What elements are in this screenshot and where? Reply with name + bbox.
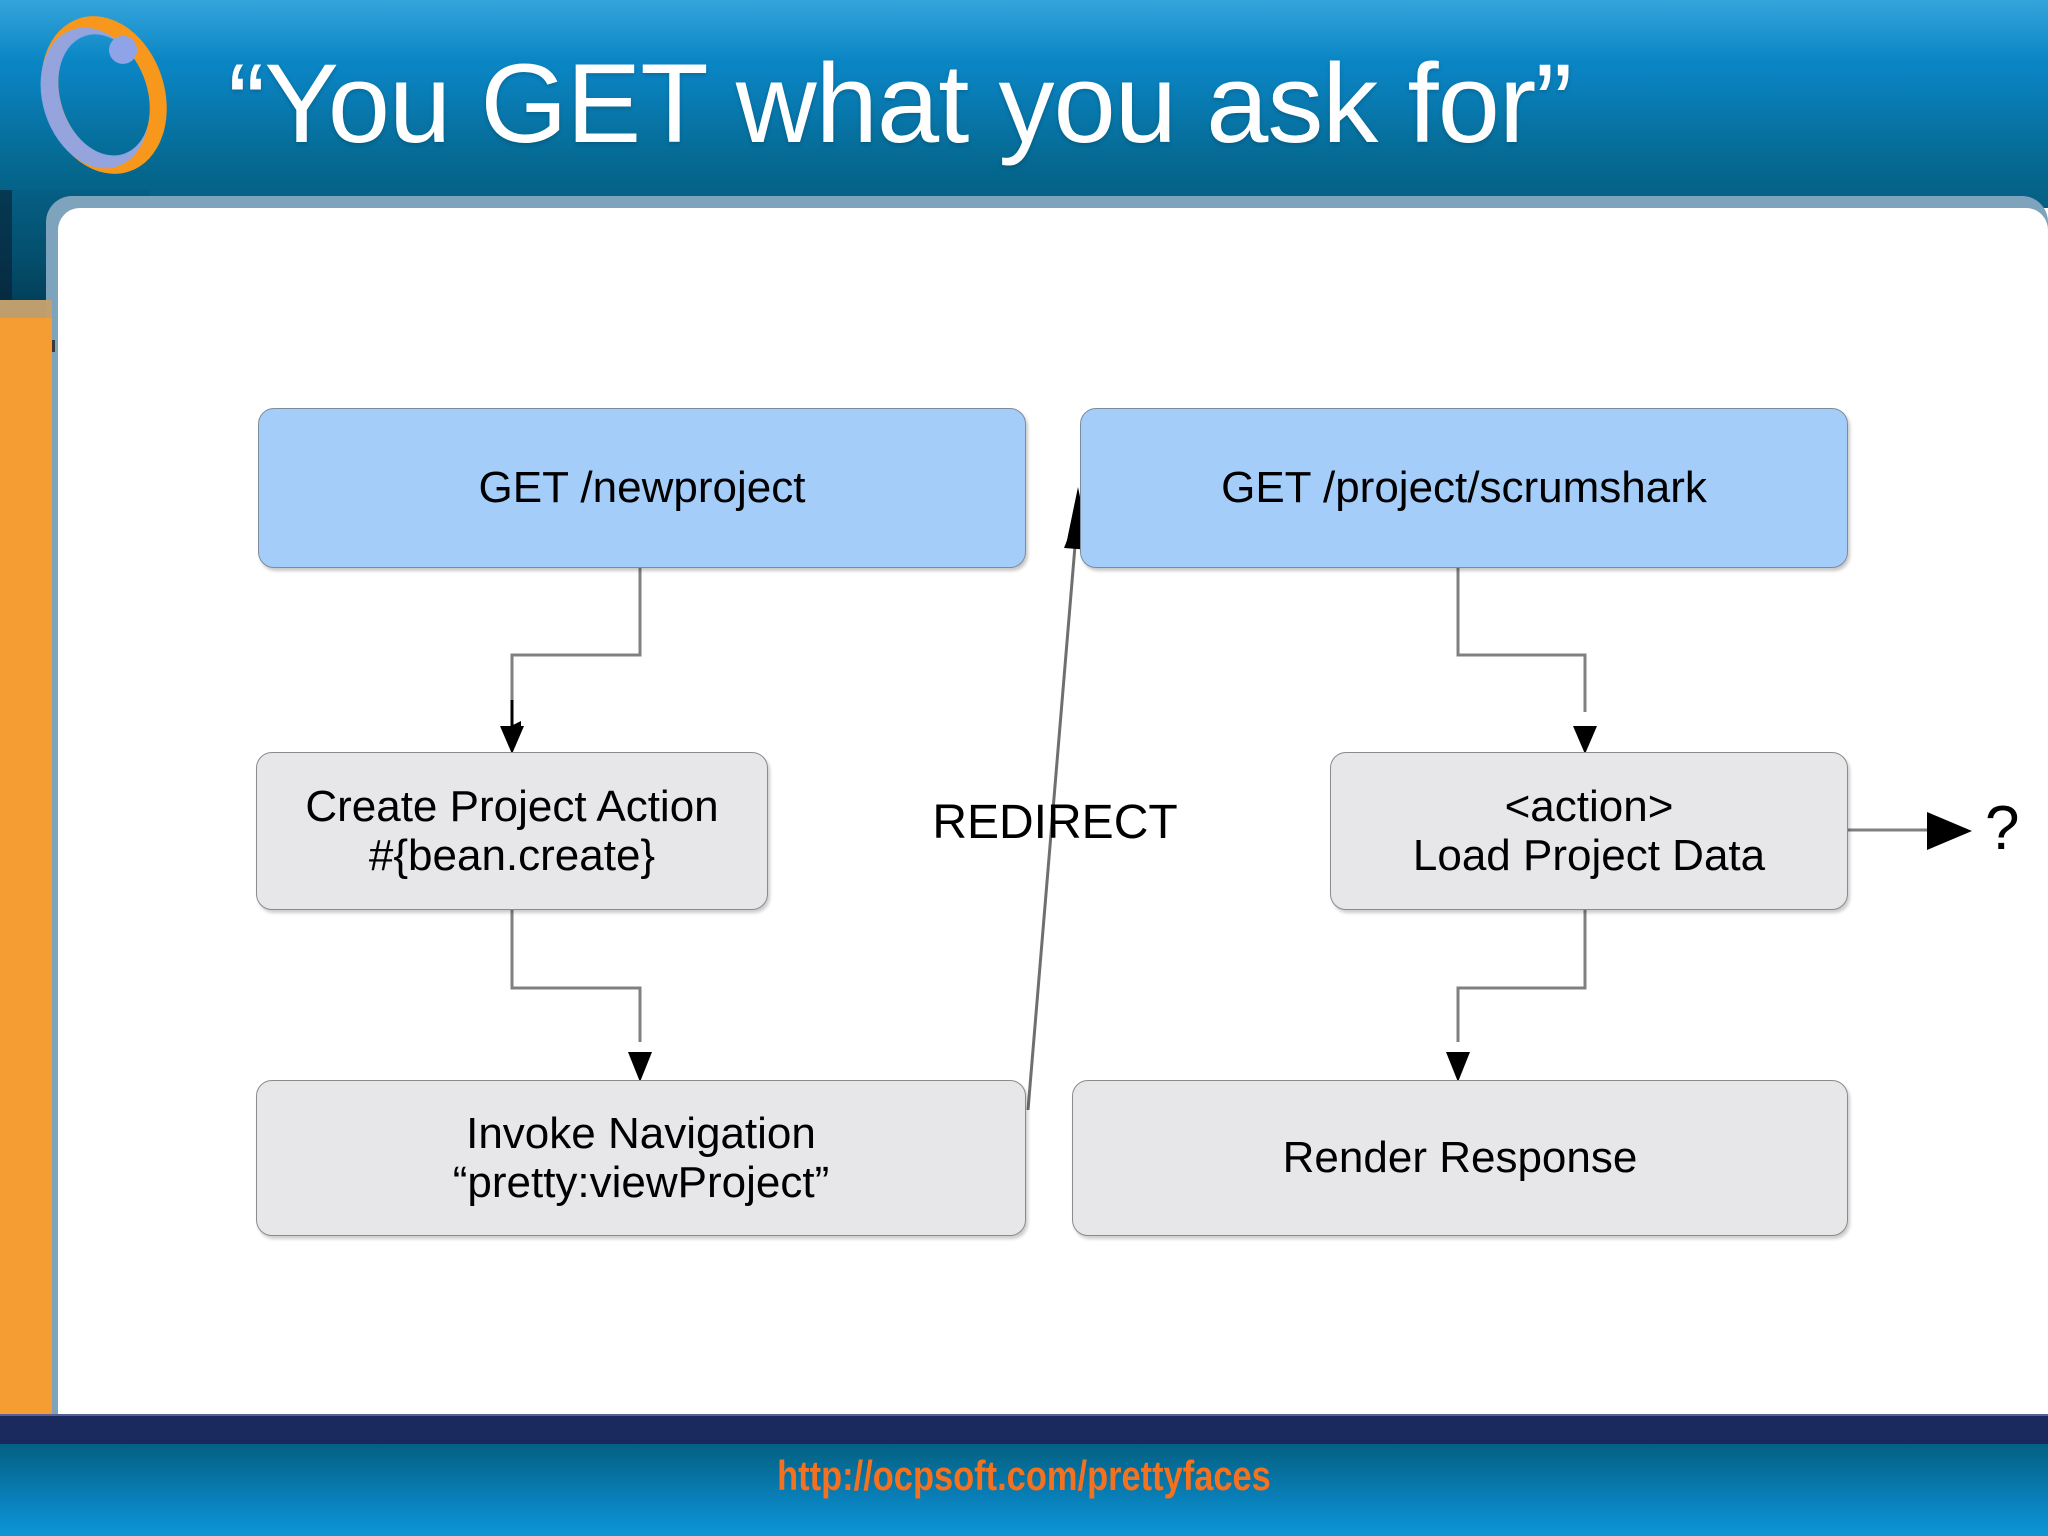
footer-top-line (0, 1414, 2048, 1417)
footer-navy-band (0, 1416, 2048, 1444)
ocpsoft-logo-icon (24, 10, 184, 180)
header-left-shadow (0, 190, 12, 310)
node-line-2: “pretty:viewProject” (452, 1158, 830, 1207)
node-line-1: GET /newproject (478, 463, 806, 513)
edge-get-newproject-to-create-project-action (500, 568, 642, 754)
node-load-project-data[interactable]: <action> Load Project Data (1330, 752, 1848, 910)
node-line-1: Render Response (1282, 1133, 1638, 1183)
question-mark-label: ? (1985, 794, 2020, 863)
node-invoke-navigation[interactable]: Invoke Navigation “pretty:viewProject” (256, 1080, 1026, 1236)
node-get-project-scrumshark[interactable]: GET /project/scrumshark (1080, 408, 1848, 568)
edge-load-project-data-to-question (1848, 812, 1972, 850)
edge-load-project-data-to-render-response (1446, 910, 1587, 1082)
node-line-2: Load Project Data (1412, 831, 1766, 880)
node-line-1: Create Project Action (305, 781, 719, 831)
redirect-label: REDIRECT (932, 796, 1178, 849)
orange-sidebar-top (0, 300, 52, 318)
node-render-response[interactable]: Render Response (1072, 1080, 1848, 1236)
footer-url-link[interactable]: http://ocpsoft.com/prettyfaces (777, 1452, 1271, 1499)
orange-sidebar (0, 318, 52, 1416)
node-create-project-action[interactable]: Create Project Action #{bean.create} (256, 752, 768, 910)
node-line-1: Invoke Navigation (466, 1108, 816, 1158)
node-line-2: #{bean.create} (368, 831, 656, 880)
node-line-1: GET /project/scrumshark (1221, 463, 1707, 513)
page-title: “You GET what you ask for” (228, 41, 1573, 167)
node-line-1: <action> (1504, 781, 1674, 831)
node-get-newproject[interactable]: GET /newproject (258, 408, 1026, 568)
edge-get-project-scrumshark-to-load-project-data (1456, 568, 1597, 754)
edge-create-project-action-to-invoke-navigation (510, 910, 652, 1082)
panel-tick-mark (52, 340, 55, 352)
